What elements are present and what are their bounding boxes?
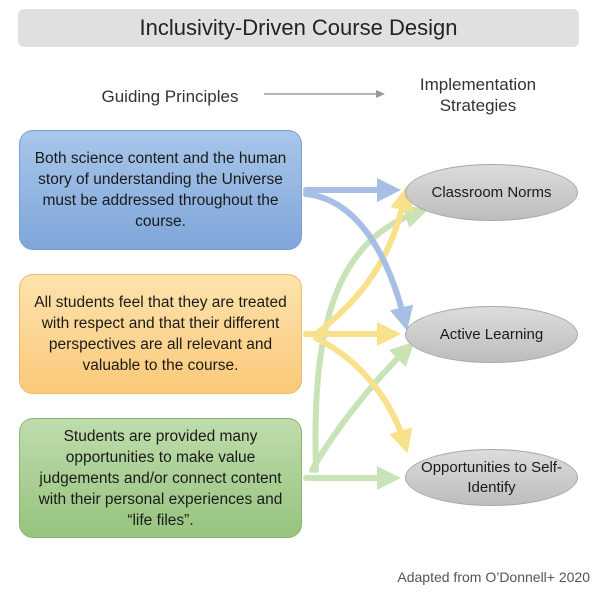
strategy-self-identify: Opportunities to Self-Identify — [405, 449, 578, 506]
arrow-yellow-to-classroom-norms — [313, 186, 414, 337]
page-title: Inclusivity-Driven Course Design — [18, 9, 579, 47]
strategy-active-learning: Active Learning — [405, 306, 578, 363]
strategy-classroom-norms: Classroom Norms — [405, 164, 578, 221]
principle-science-and-human-story: Both science content and the human story… — [19, 130, 302, 250]
arrow-yellow-to-self-identify — [313, 335, 413, 454]
principle-value-judgements: Students are provided many opportunities… — [19, 418, 302, 538]
arrow-green-to-classroom-norms — [312, 205, 429, 473]
arrow-blue-to-active-learning — [303, 191, 414, 331]
header-arrow-icon — [264, 90, 385, 98]
implementation-strategies-header: Implementation Strategies — [419, 75, 537, 115]
source-credit: Adapted from O’Donnell+ 2020 — [397, 569, 590, 585]
guiding-principles-header: Guiding Principles — [101, 87, 239, 106]
arrow-green-to-active-learning — [309, 341, 415, 473]
principle-respect-and-perspectives: All students feel that they are treated … — [19, 274, 302, 394]
